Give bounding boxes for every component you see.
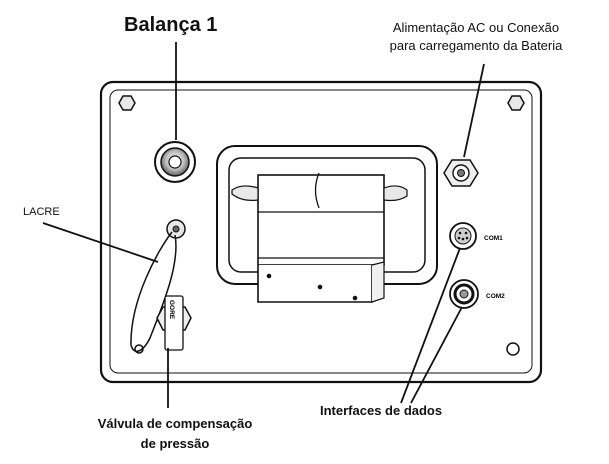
seal-label: LACRE	[23, 206, 60, 218]
data-interfaces-label: Interfaces de dados	[320, 403, 443, 418]
scale-1-label: Balança 1	[124, 14, 218, 36]
ac-power-label-line-1: Alimentação AC ou Conexão	[392, 20, 560, 35]
mounting-bracket	[216, 145, 438, 303]
valve-marking: GORE	[168, 300, 175, 320]
pressure-valve-label-line-2: de pressão	[140, 436, 210, 451]
corner-screw-bottom-right	[506, 342, 520, 356]
ac-power-connector	[443, 159, 479, 187]
ac-power-label: Alimentação AC ou Conexão para carregame…	[366, 19, 586, 55]
ac-power-label-line-2: para carregamento da Bateria	[389, 38, 563, 53]
callout-lines	[42, 42, 485, 408]
scale-1-connector	[154, 141, 196, 183]
com1-port	[449, 222, 477, 250]
com1-label: COM1	[484, 235, 503, 242]
com2-label: COM2	[486, 293, 505, 300]
corner-screw-top-right	[507, 95, 525, 111]
pressure-valve-label-line-1: Válvula de compensação	[97, 416, 253, 431]
seal-wire	[130, 231, 177, 353]
corner-screw-top-left	[118, 95, 136, 111]
pressure-valve: GORE	[156, 295, 192, 351]
pressure-valve-label: Válvula de compensação de pressão	[80, 414, 270, 454]
com2-port	[449, 279, 479, 309]
